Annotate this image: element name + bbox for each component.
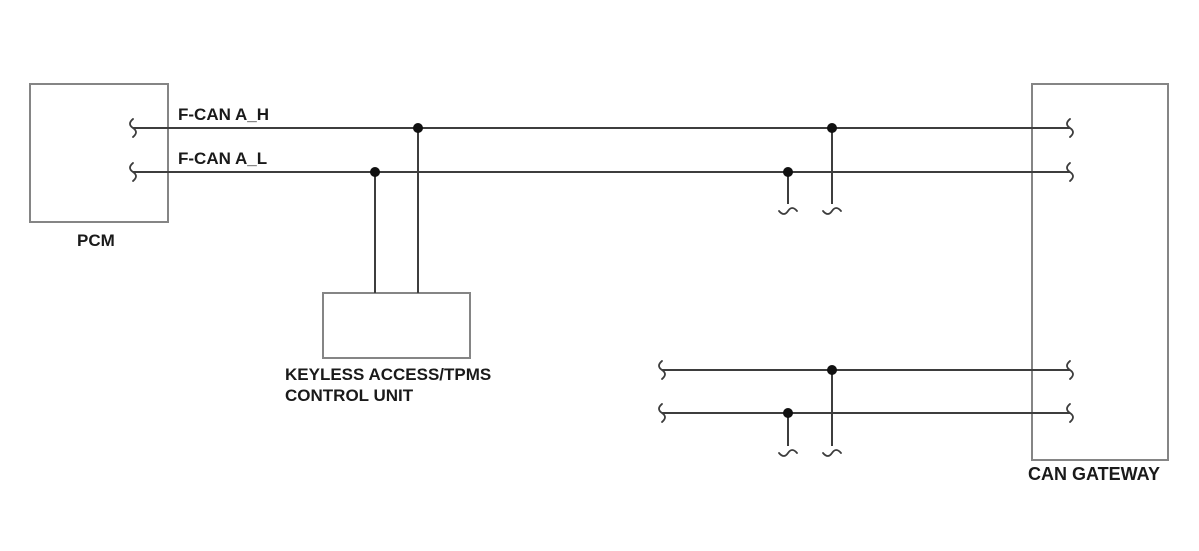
wire-break-icon: [778, 207, 798, 215]
wire-break-icon: [822, 207, 842, 215]
keyless-label-line1: KEYLESS ACCESS/TPMS: [285, 365, 491, 384]
component-boxes: [29, 83, 1169, 461]
junction-dot: [783, 167, 793, 177]
junction-dot: [370, 167, 380, 177]
fcan-a-h-label: F-CAN A_H: [178, 105, 269, 124]
wire-break-icon: [129, 162, 137, 182]
wire-break-icon: [658, 360, 666, 380]
fcan-a-l-label: F-CAN A_L: [178, 149, 267, 168]
wire-break-icon: [658, 403, 666, 423]
wire-break-icon: [1066, 360, 1074, 380]
wire-break-icon: [822, 449, 842, 457]
junction-dot: [827, 365, 837, 375]
wires: [133, 127, 1070, 446]
labels: F-CAN A_H F-CAN A_L PCM KEYLESS ACCESS/T…: [77, 105, 1160, 484]
pcm-box: [29, 83, 169, 223]
wire-break-symbols: [129, 118, 1074, 457]
wire-break-icon: [778, 449, 798, 457]
junction-dots: [370, 123, 837, 418]
wire-break-icon: [129, 118, 137, 138]
junction-dot: [827, 123, 837, 133]
pcm-label: PCM: [77, 231, 115, 250]
wire-break-icon: [1066, 118, 1074, 138]
can-gateway-box: [1031, 83, 1169, 461]
can-gateway-label: CAN GATEWAY: [1028, 464, 1160, 484]
keyless-control-unit-box: [322, 292, 471, 359]
junction-dot: [783, 408, 793, 418]
keyless-label-line2: CONTROL UNIT: [285, 386, 414, 405]
wire-break-icon: [1066, 162, 1074, 182]
wire-break-icon: [1066, 403, 1074, 423]
junction-dot: [413, 123, 423, 133]
